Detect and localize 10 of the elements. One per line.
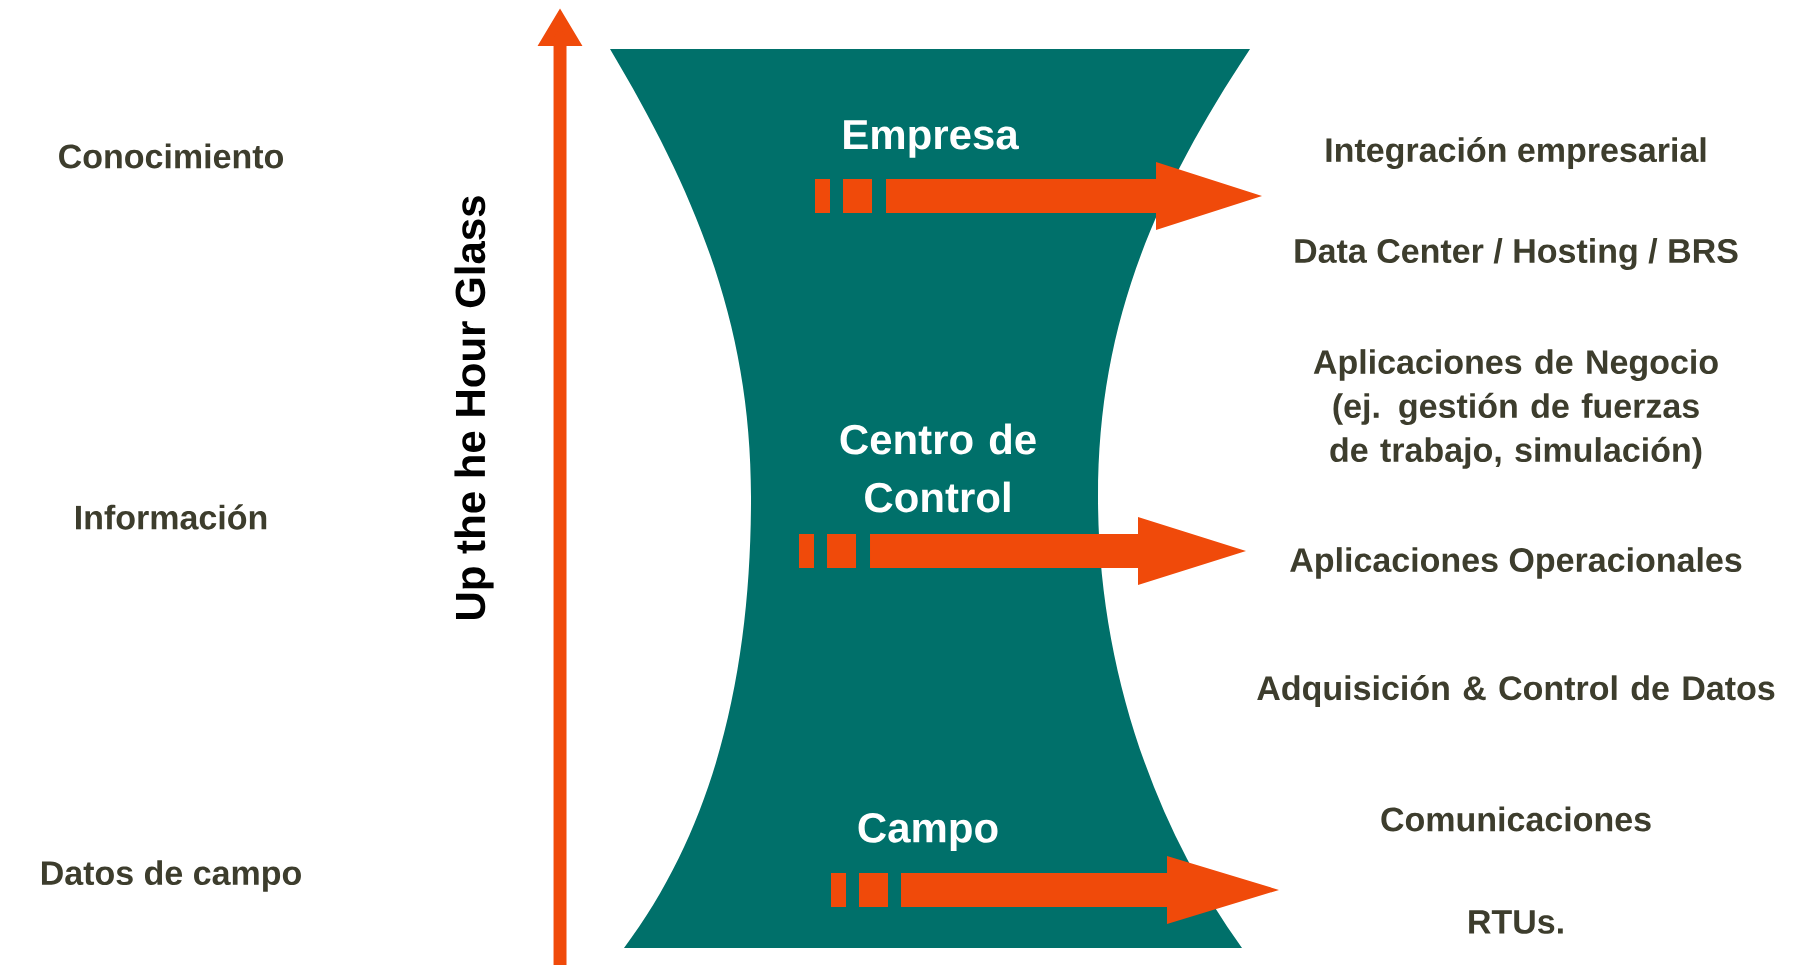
axis-label: Up the he Hour Glass bbox=[454, 196, 494, 619]
text-label: Aplicaciones de Negocio (ej. gestión de fuerzas de trabajo, simulación) bbox=[1313, 349, 1718, 469]
text-label: Data Center / Hosting / BRS bbox=[1295, 238, 1738, 270]
text-label: RTUs. bbox=[1469, 910, 1563, 934]
text-label: Integración empresarial bbox=[1326, 136, 1706, 170]
text-label: Información bbox=[76, 504, 267, 530]
text-label: Aplicaciones Operacionales bbox=[1290, 547, 1742, 579]
text-label: Conocimiento bbox=[59, 143, 284, 169]
text-label: Comunicaciones bbox=[1381, 806, 1651, 832]
text-label: Datos de campo bbox=[41, 860, 301, 892]
